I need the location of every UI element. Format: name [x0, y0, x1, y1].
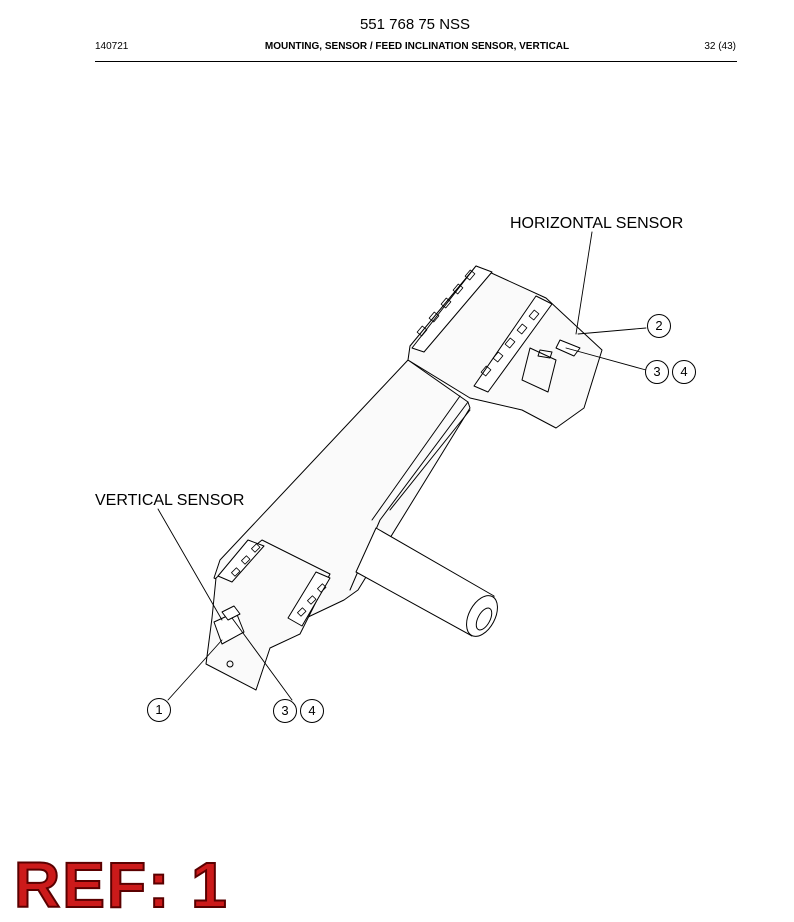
top-bracket — [407, 265, 603, 429]
document-number: 551 768 75 NSS — [359, 16, 471, 33]
callout-bubble-3-vertical: 3 — [273, 699, 297, 723]
bottom-bracket — [205, 539, 331, 691]
vertical-sensor-label: VERTICAL SENSOR — [95, 492, 245, 509]
cylinder — [355, 527, 498, 637]
callout-bubble-3-horizontal: 3 — [645, 360, 669, 384]
callout-bubble-4-horizontal: 4 — [672, 360, 696, 384]
horizontal-sensor-label: HORIZONTAL SENSOR — [510, 215, 684, 232]
header-rule — [95, 61, 737, 62]
page-title: MOUNTING, SENSOR / FEED INCLINATION SENS… — [264, 41, 570, 52]
ref-stamp: REF: 1 — [13, 848, 229, 922]
callout-bubble-1: 1 — [147, 698, 171, 722]
leader-lines — [157, 231, 647, 701]
callout-bubble-2: 2 — [647, 314, 671, 338]
callout-bubble-4-vertical: 4 — [300, 699, 324, 723]
page-number: 32 (43) — [704, 41, 736, 52]
date-code: 140721 — [95, 41, 129, 52]
